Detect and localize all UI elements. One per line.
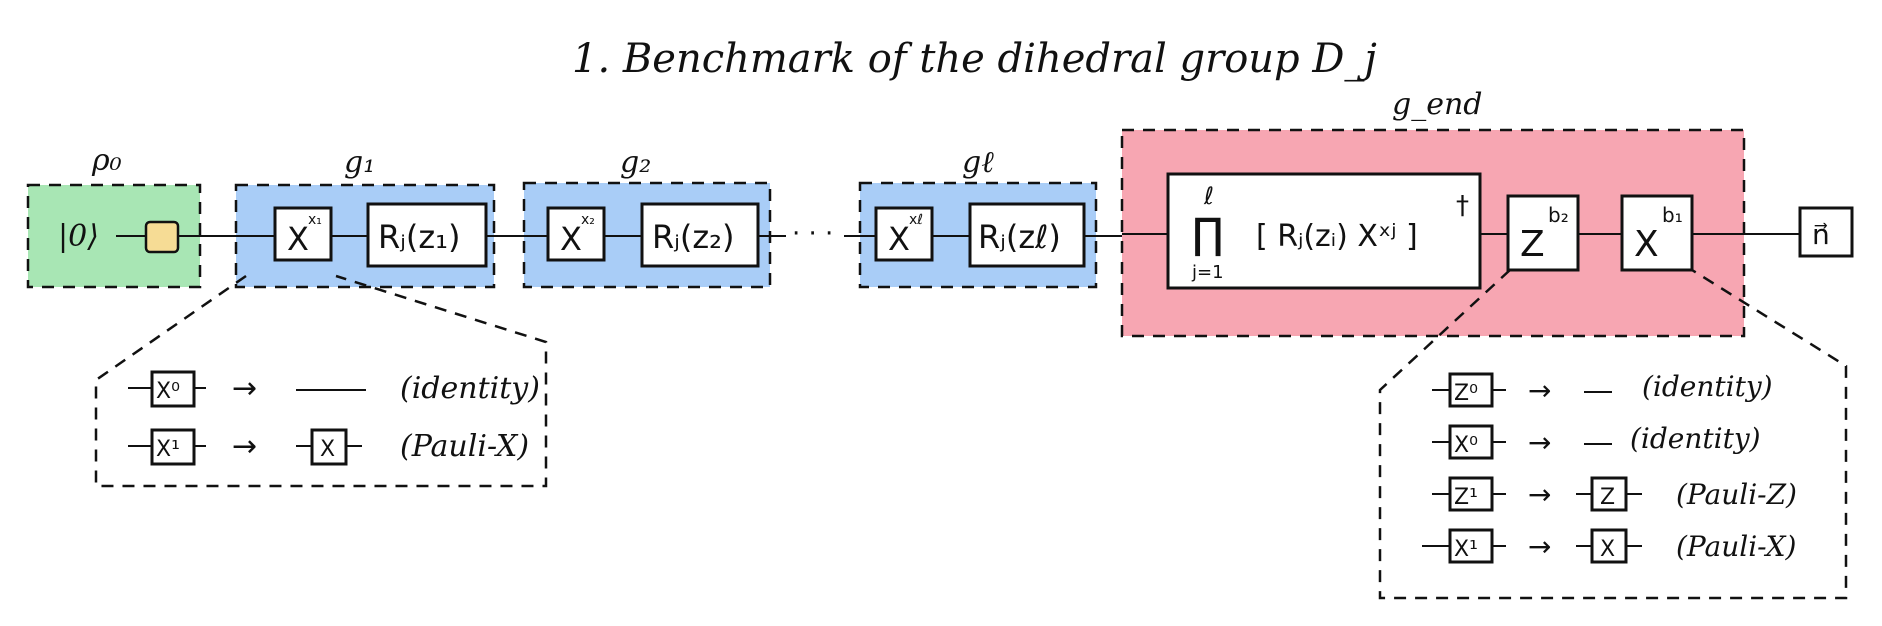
g1-x-gate [273,206,333,262]
g1-x-gate-exp: x₁ [308,212,322,228]
gl-x-gate [874,206,934,262]
legend-arrow: → [1528,426,1551,459]
legend-right-result-3: X [1600,537,1615,562]
gend-dagger: † [1456,191,1469,221]
g1-r-gate [366,202,488,268]
legend-right-gate-1: X⁰ [1454,433,1478,458]
gend-product-lower: j=1 [1191,262,1224,283]
legend-right-gate-box [1448,372,1494,408]
right-zoom-outline [1378,268,1848,600]
g2-r-gate-label: Rⱼ(z₂) [652,218,734,256]
g2-r-gate [640,202,760,268]
rho-state: |0⟩ [58,219,99,254]
ellipsis: · · · [792,219,833,249]
gl-r-gate-label: Rⱼ(zℓ) [978,218,1061,256]
diagram-title: 1. Benchmark of the dihedral group D_j [572,36,1377,82]
g1-r-gate-label: Rⱼ(z₁) [378,218,460,256]
legend-right-result-box [1590,528,1628,564]
gend-z-gate-exp: b₂ [1548,203,1569,227]
rho-label: ρ₀ [91,143,122,178]
legend-right-note-1: (identity) [1630,422,1761,455]
gend-x-gate [1620,194,1694,272]
state-prep-box [144,220,180,254]
g2-x-gate-label: X [560,220,582,258]
g2-label: g₂ [620,145,651,180]
gl-label: gℓ [962,145,994,180]
legend-arrow: → [1528,478,1551,511]
legend-right-note-3: (Pauli-X) [1676,530,1796,563]
gl-r-gate [968,202,1086,268]
legend-arrow: → [1528,530,1551,563]
gend-product-upper: ℓ [1203,182,1214,210]
legend-right-gate-2: Z¹ [1454,485,1478,510]
rho-block-border [26,183,202,289]
legend-left-gate-0: X⁰ [156,379,180,404]
g2-x-gate [546,206,606,262]
g2-x-gate-exp: x₂ [581,212,595,228]
g1-block-border [234,183,496,289]
legend-left-note-0: (identity) [400,371,540,406]
measurement-box [1798,206,1854,258]
gend-x-gate-exp: b₁ [1662,203,1683,227]
legend-left-result-1: X [320,437,335,462]
legend-right-gate-0: Z⁰ [1454,381,1478,406]
gend-z-gate-label: Z [1520,224,1545,265]
gl-x-gate-exp: xℓ [909,212,923,228]
legend-right-result-box [1590,476,1628,512]
g1-x-gate-label: X [287,220,309,258]
gend-x-gate-label: X [1634,224,1659,265]
legend-right-result-2: Z [1600,485,1615,510]
gend-product-symbol: ∏ [1192,209,1224,258]
g1-label: g₁ [344,145,375,180]
gend-z-gate [1506,194,1580,272]
measurement-label: n⃗ [1812,218,1830,251]
legend-right-note-0: (identity) [1642,370,1773,403]
legend-arrow: → [232,371,257,406]
legend-left-gate-box [150,370,196,408]
gend-label: g_end [1392,87,1482,122]
left-zoom-outline [94,274,548,488]
legend-right-note-2: (Pauli-Z) [1676,478,1797,511]
gend-product-body: [ Rⱼ(zᵢ) Xˣʲ ] [1256,219,1418,254]
gend-product-gate [1166,172,1482,290]
legend-arrow: → [1528,374,1551,407]
legend-right-gate-box [1448,528,1494,564]
legend-arrow: → [232,429,257,464]
legend-left-note-1: (Pauli-X) [400,429,529,464]
gl-x-gate-label: X [888,220,910,258]
legend-right-gate-3: X¹ [1454,537,1478,562]
legend-left-gate-1: X¹ [156,437,180,462]
